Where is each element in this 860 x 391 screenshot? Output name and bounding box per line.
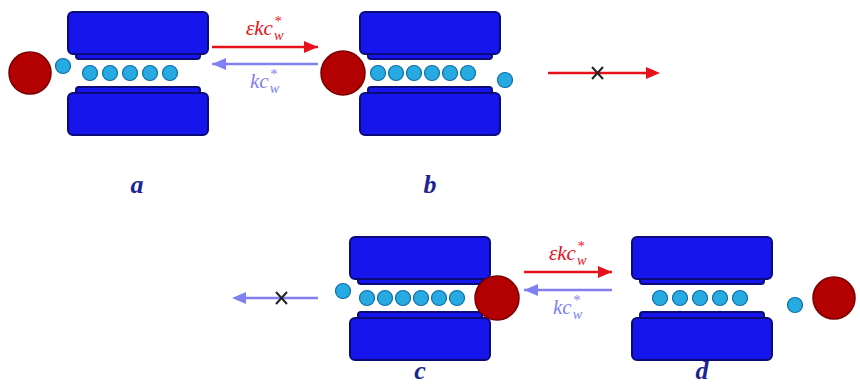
superscript: * bbox=[573, 294, 583, 308]
water-molecule bbox=[450, 291, 465, 306]
state-letter: d bbox=[696, 357, 709, 386]
solute bbox=[475, 276, 519, 320]
rate-script: *w bbox=[274, 15, 284, 42]
water-molecule bbox=[163, 66, 178, 81]
subscript: w bbox=[270, 82, 280, 96]
state-panel: b bbox=[318, 4, 514, 200]
water-molecule bbox=[498, 73, 513, 88]
rate-symbol: kc bbox=[553, 295, 572, 319]
state-panel: d bbox=[612, 226, 858, 386]
water-molecule bbox=[123, 66, 138, 81]
blocked-arrow bbox=[232, 292, 318, 304]
subscript: w bbox=[274, 29, 284, 43]
rate-script: *w bbox=[270, 68, 280, 95]
water-molecule bbox=[360, 291, 375, 306]
rate-symbol: εkc bbox=[549, 241, 576, 265]
water-molecule bbox=[56, 59, 71, 74]
water-molecule bbox=[396, 291, 411, 306]
channel bbox=[632, 237, 772, 360]
water-molecule bbox=[432, 291, 447, 306]
blocked-arrow bbox=[548, 67, 660, 79]
water-molecule bbox=[83, 66, 98, 81]
rate-script: *w bbox=[577, 240, 587, 267]
water-molecule bbox=[336, 284, 351, 299]
solute bbox=[9, 52, 51, 94]
water-molecule bbox=[788, 298, 803, 313]
rate-arrow bbox=[524, 289, 612, 292]
water-molecule bbox=[425, 66, 440, 81]
solute bbox=[813, 277, 855, 319]
block-cross bbox=[276, 292, 287, 304]
rate-label: εkc*w bbox=[246, 15, 283, 42]
water-molecules bbox=[56, 59, 803, 313]
water-molecule bbox=[693, 291, 708, 306]
water-molecule bbox=[443, 66, 458, 81]
state-panel: a bbox=[6, 4, 212, 200]
block-cross bbox=[276, 292, 287, 304]
arrow-head bbox=[646, 67, 660, 79]
rate-arrow bbox=[524, 271, 612, 274]
rate-symbol: εkc bbox=[246, 16, 273, 40]
channel bbox=[350, 237, 490, 360]
superscript: * bbox=[274, 15, 284, 29]
solute bbox=[321, 51, 365, 95]
water-molecule bbox=[653, 291, 668, 306]
rate-script: *w bbox=[573, 294, 583, 321]
state-panel: c bbox=[322, 226, 524, 386]
channel bbox=[360, 12, 500, 135]
state-letter: b bbox=[424, 171, 437, 200]
rate-arrow bbox=[212, 46, 318, 49]
water-molecule bbox=[407, 66, 422, 81]
subscript: w bbox=[577, 254, 587, 268]
water-molecule bbox=[713, 291, 728, 306]
water-molecule bbox=[733, 291, 748, 306]
water-molecule bbox=[378, 291, 393, 306]
water-molecule bbox=[143, 66, 158, 81]
rate-label: kc*w bbox=[250, 68, 279, 95]
rate-arrow bbox=[212, 63, 318, 66]
rate-label: εkc*w bbox=[549, 240, 586, 267]
subscript: w bbox=[573, 308, 583, 322]
water-molecule bbox=[103, 66, 118, 81]
arrow-head bbox=[232, 292, 246, 304]
solutes bbox=[9, 51, 855, 320]
rate-symbol: kc bbox=[250, 69, 269, 93]
water-molecule bbox=[389, 66, 404, 81]
water-molecule bbox=[461, 66, 476, 81]
rate-label: kc*w bbox=[553, 294, 582, 321]
state-letter: a bbox=[131, 171, 144, 200]
water-molecule bbox=[673, 291, 688, 306]
superscript: * bbox=[270, 68, 280, 82]
water-molecule bbox=[371, 66, 386, 81]
state-letter: c bbox=[414, 357, 426, 386]
water-molecule bbox=[414, 291, 429, 306]
superscript: * bbox=[577, 240, 587, 254]
block-cross bbox=[592, 67, 603, 79]
channel bbox=[68, 12, 208, 135]
block-cross bbox=[592, 67, 603, 79]
